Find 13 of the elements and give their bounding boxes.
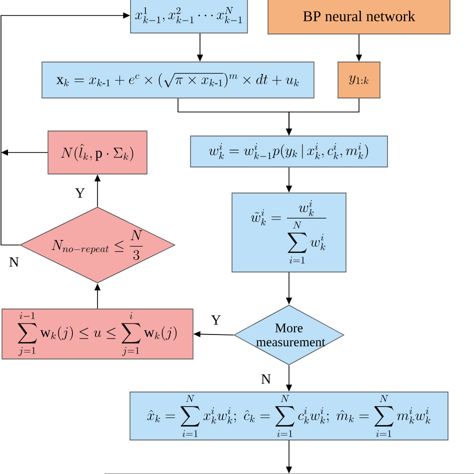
process-box: $\hat{x}_{k} = \sum_{i=1}^{N} x^{i}_{k} w^{i}_{k};\; \hat{c}_{k} = \sum_{i=1}^{N} c^{i}_{k} w^{i}_{k};\; \hat{m}_{k} = \sum_{i=1}^{N} m^{i}_{k} w^{i}_{k}$ — [130, 392, 448, 440]
process-box: $\mathrm{x}_{k} = x_{k\text{-}1} + e^{c} \times (\sqrt{\pi \times x_{k\text{-}1}})^{m} \times dt + u_{k}$ — [42, 62, 314, 98]
edge-label: Y — [210, 314, 222, 326]
process-box: $N(\hat{l}_{k}, \mathrm{p} \cdot \Sigma_{k})$ — [48, 130, 148, 174]
process-box: $x^{1}_{k-1}, x^{2}_{k-1} \cdots x^{N}_{k-1}$ — [130, 0, 248, 34]
process-box: $\tilde{w}^{i}_{k} = \frac{w^{i}_{k}}{\displaystyle\sum_{i=1}^{N} w^{i}_{k}}$ — [232, 192, 346, 272]
process-box: $w^{i}_{k} = w^{i}_{k-1} p(y_{k} \,|\, x^{i}_{k}, c^{i}_{k}, m^{i}_{k})$ — [190, 136, 388, 168]
edge-label: Y — [74, 187, 86, 199]
process-box: $y_{1:k}$ — [338, 62, 380, 98]
edge-label: N — [260, 373, 272, 385]
process-box: BP neural network — [268, 0, 450, 34]
process-box: $\sum_{j=1}^{i-1} \mathrm{w}_{k}(j) \le u \le \sum_{j=1}^{i} \mathrm{w}_{k}(j)$ — [2, 308, 194, 360]
edge-label: N — [8, 256, 20, 268]
